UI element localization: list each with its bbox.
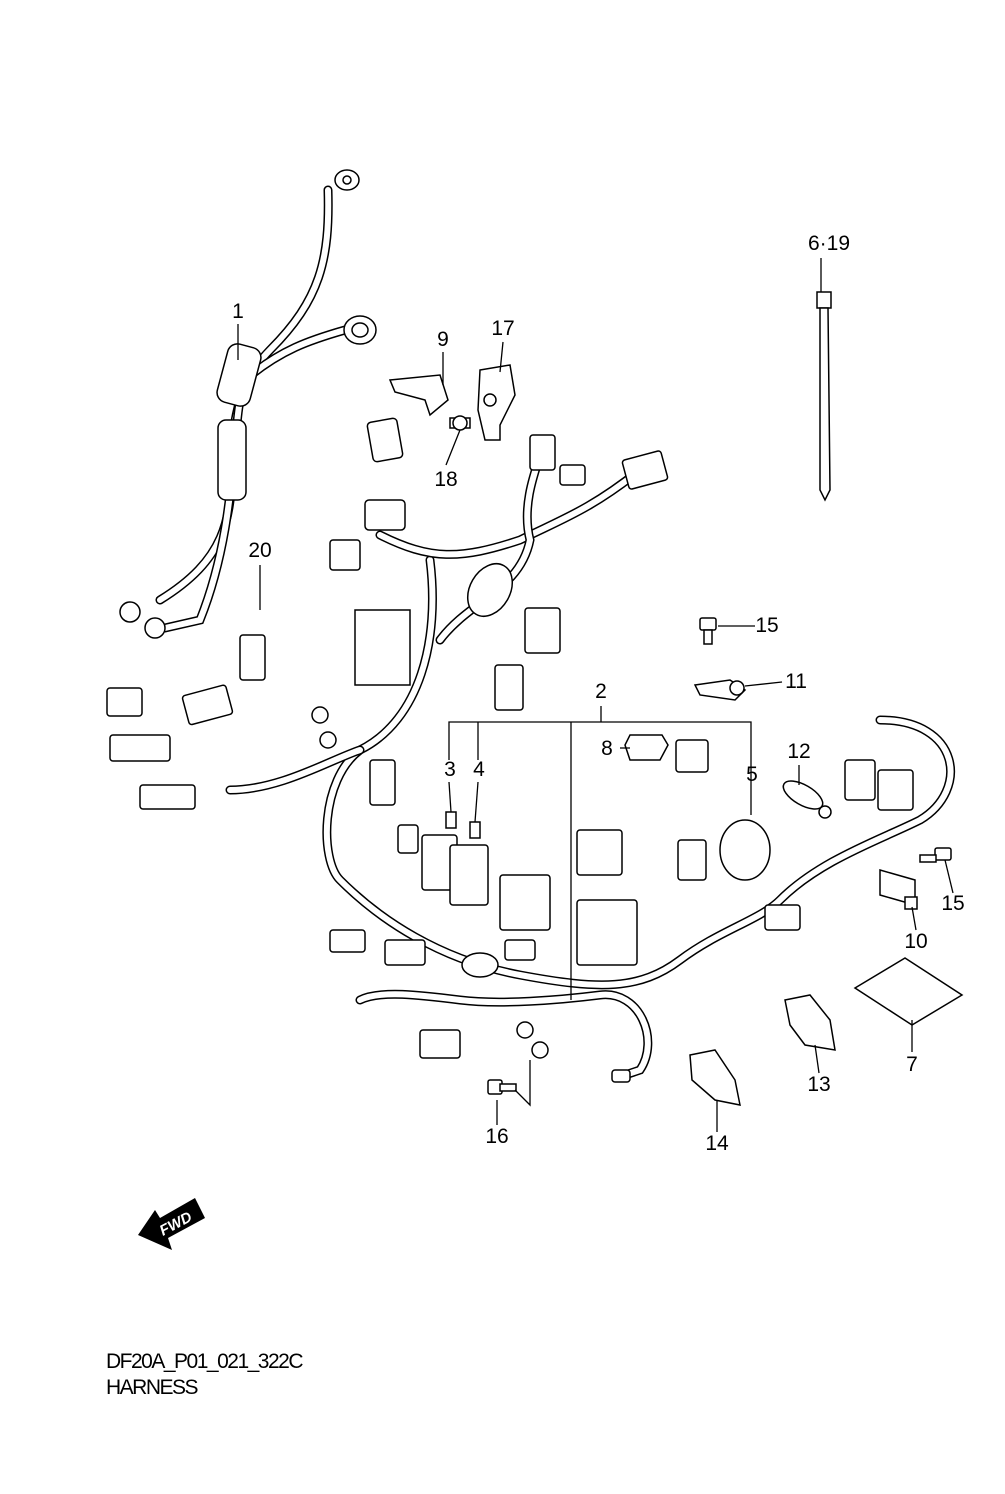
callout-1: 1	[232, 300, 244, 323]
callout-18: 18	[434, 468, 457, 491]
callout-2: 2	[595, 680, 607, 703]
leader-lines	[237, 258, 954, 1132]
callout-17: 17	[491, 317, 514, 340]
callout-14: 14	[705, 1132, 729, 1155]
callout-labels: 1 9 17 18 6·19 20 15 11 2 8 3 4 5 12 15 …	[232, 232, 965, 1155]
callout-8: 8	[601, 737, 613, 760]
callout-5: 5	[746, 763, 758, 786]
callout-3: 3	[444, 758, 456, 781]
callout-16: 16	[485, 1125, 508, 1148]
diagram-code: DF20A_P01_021_322C	[106, 1350, 304, 1373]
battery-cable-part-1	[119, 169, 377, 639]
callout-9: 9	[437, 328, 449, 351]
main-harness-part-2	[106, 417, 956, 1083]
fwd-arrow-icon	[138, 1198, 205, 1250]
callout-12: 12	[787, 740, 810, 763]
callout-4: 4	[473, 758, 485, 781]
callout-15-b: 15	[941, 892, 964, 915]
callout-20: 20	[248, 539, 271, 562]
callout-10: 10	[904, 930, 927, 953]
callout-7: 7	[906, 1053, 918, 1076]
callout-11: 11	[785, 670, 807, 693]
small-parts: FWD	[138, 617, 964, 1250]
callout-13: 13	[807, 1073, 830, 1096]
diagram-title: HARNESS	[106, 1376, 199, 1399]
bracket-parts-9-17-18	[388, 364, 516, 441]
cable-tie-part-6-19	[816, 291, 832, 502]
callout-6-19: 6·19	[808, 232, 850, 255]
callout-15: 15	[755, 614, 778, 637]
